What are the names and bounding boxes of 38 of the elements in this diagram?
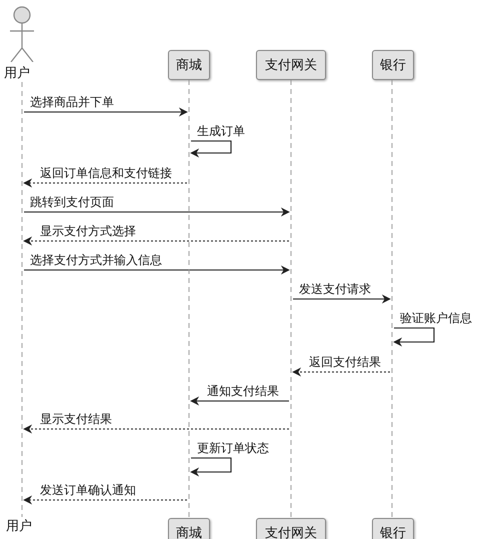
message-arrow [23, 236, 289, 246]
participant-box: 银行 [372, 50, 414, 80]
lifeline [390, 80, 394, 518]
participant-box: 商城 [168, 50, 210, 80]
self-message-arrow [393, 327, 435, 346]
edge-label: 通知支付结果 [207, 384, 279, 398]
self-message-arrow [190, 140, 232, 158]
message-arrow [292, 368, 390, 376]
participant-box: 银行 [372, 518, 414, 539]
edge-label: 选择支付方式并输入信息 [30, 253, 162, 267]
participant-box: 支付网关 [256, 518, 326, 539]
message-arrow [24, 108, 188, 116]
lifeline [187, 80, 191, 518]
edge-label: 选择商品并下单 [30, 95, 114, 109]
self-message-arrow [190, 457, 232, 476]
edge-label: 显示支付方式选择 [40, 224, 136, 238]
edge-label: 验证账户信息 [400, 311, 472, 325]
message-arrow [23, 424, 289, 434]
edge-label: 返回订单信息和支付链接 [40, 166, 172, 180]
participant-box: 商城 [168, 518, 210, 539]
message-arrow [24, 208, 290, 216]
edge-label: 显示支付结果 [40, 412, 112, 426]
message-arrow [293, 294, 391, 304]
message-arrow [23, 496, 187, 504]
participant-box: 支付网关 [256, 50, 326, 80]
message-arrow [24, 266, 290, 274]
lifeline [20, 82, 24, 517]
edge-label: 发送订单确认通知 [40, 483, 136, 497]
message-arrow [190, 396, 289, 406]
edge-label: 更新订单状态 [197, 441, 269, 455]
lifeline [289, 80, 293, 518]
edge-label: 生成订单 [197, 124, 245, 138]
edge-label: 返回支付结果 [309, 355, 381, 369]
message-arrow [23, 178, 187, 188]
edge-label: 跳转到支付页面 [30, 195, 114, 209]
actor-label: 用户 [6, 518, 32, 535]
edge-label: 发送支付请求 [299, 282, 371, 296]
actor-label: 用户 [4, 65, 30, 82]
